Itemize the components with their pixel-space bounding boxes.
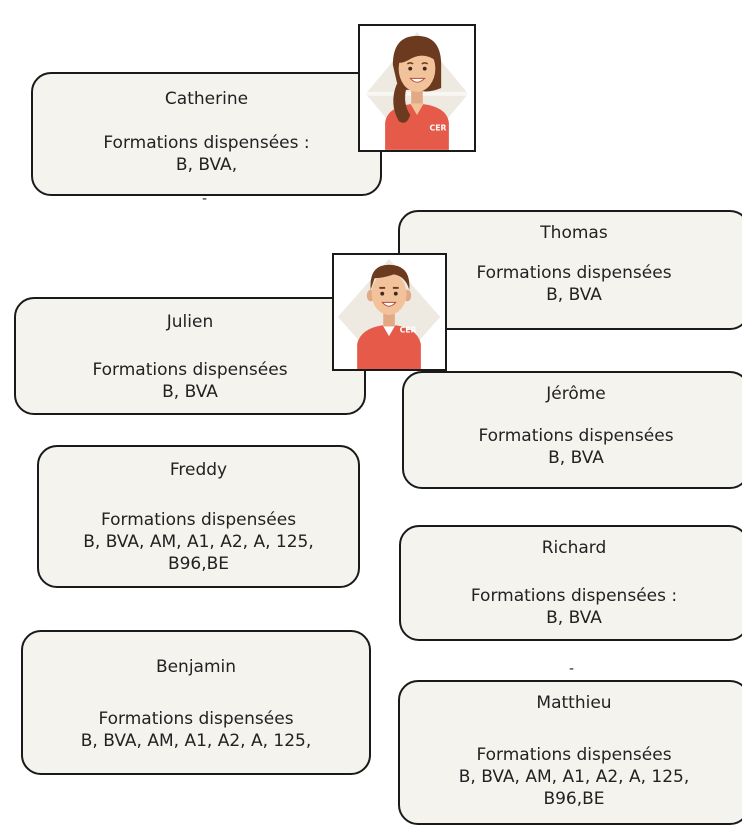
male-instructor-avatar-icon: CER — [332, 253, 447, 371]
formations-list: B, BVA — [548, 448, 604, 468]
instructor-name: Freddy — [169, 460, 228, 480]
instructor-card-catherine: Catherine Formations dispensées : B, BVA… — [31, 72, 382, 196]
formations-list-continued: B96,BE — [543, 789, 605, 809]
instructor-name: Matthieu — [536, 693, 612, 713]
formations-label: Formations dispensées — [478, 426, 674, 446]
svg-text:CER: CER — [400, 325, 417, 334]
svg-text:CER: CER — [430, 124, 447, 133]
instructor-name: Jérôme — [546, 384, 606, 404]
instructor-card-benjamin: Benjamin Formations dispensées B, BVA, A… — [21, 630, 371, 775]
formations-list: B, BVA, AM, A1, A2, A, 125, — [83, 532, 314, 552]
formations-list: B, BVA, AM, A1, A2, A, 125, — [80, 731, 312, 751]
instructor-card-richard: Richard Formations dispensées : B, BVA — [399, 525, 742, 641]
separator-dash: - — [569, 661, 575, 677]
instructor-card-matthieu: Matthieu Formations dispensées B, BVA, A… — [398, 680, 742, 825]
instructor-name: Julien — [166, 312, 214, 332]
formations-list: B, BVA, — [175, 155, 238, 175]
formations-label: Formations dispensées : — [470, 586, 678, 606]
formations-label: Formations dispensées — [476, 263, 672, 283]
instructor-card-jerome: Jérôme Formations dispensées B, BVA — [402, 371, 742, 489]
formations-label: Formations dispensées — [476, 745, 672, 765]
formations-list: B, BVA — [546, 608, 602, 628]
instructor-card-julien: Julien Formations dispensées B, BVA — [14, 297, 366, 415]
instructor-name: Catherine — [164, 89, 249, 109]
formations-label: Formations dispensées — [92, 360, 288, 380]
separator-dash: - — [202, 191, 208, 207]
formations-list: B, BVA, AM, A1, A2, A, 125, — [458, 767, 690, 787]
formations-label: Formations dispensées : — [103, 133, 310, 153]
instructor-name: Benjamin — [155, 657, 237, 677]
instructor-name: Thomas — [540, 223, 608, 243]
instructor-name: Richard — [541, 538, 607, 558]
female-instructor-avatar-icon: CER — [358, 24, 476, 152]
formations-list: B, BVA — [162, 382, 218, 402]
formations-list: B, BVA — [546, 285, 602, 305]
formations-list-continued: B96,BE — [167, 554, 230, 574]
instructor-card-freddy: Freddy Formations dispensées B, BVA, AM,… — [37, 445, 360, 588]
instructor-card-thomas: Thomas Formations dispensées B, BVA — [398, 210, 742, 330]
formations-label: Formations dispensées — [100, 510, 297, 530]
formations-label: Formations dispensées — [98, 709, 294, 729]
